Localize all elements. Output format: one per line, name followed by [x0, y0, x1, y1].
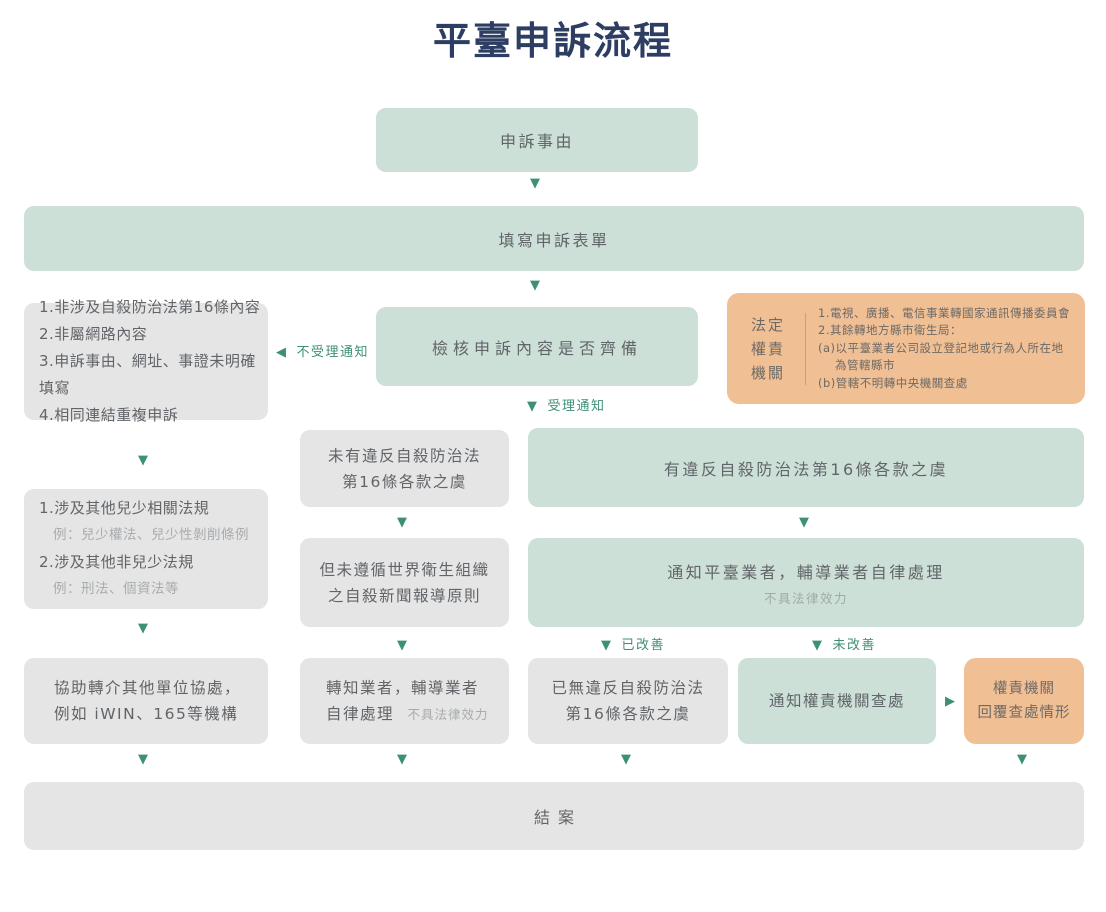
node-reject-reasons: 1.非涉及自殺防治法第16條內容 2.非屬網路內容 3.申訴事由、網址、事證未明…	[24, 298, 268, 424]
node-not-follow-who: 但未遵循世界衛生組織 之自殺新聞報導原則	[300, 538, 509, 627]
node-no-more-violation: 已無違反自殺防治法 第16條各款之虞	[528, 658, 728, 744]
down-arrow-icon: ▼	[138, 752, 148, 767]
notify-platform-note: 不具法律效力	[763, 590, 848, 606]
improved-text: 已改善	[621, 638, 666, 653]
other-laws-item-1: 1.涉及其他兒少相關法規	[39, 499, 210, 517]
node-fill-form-label: 填寫申訴表單	[498, 230, 610, 250]
vertical-divider	[805, 312, 806, 385]
legal-authority-lines: 1.電視、廣播、電信事業轉國家通訊傳播委員會 2.其餘轉地方縣市衛生局： (a)…	[818, 305, 1070, 390]
node-complaint-reason: 申訴事由	[376, 108, 698, 172]
not-accepted-text: 不受理通知	[296, 345, 370, 360]
node-violation-label: 有違反自殺防治法第16條各款之虞	[663, 459, 949, 479]
node-refer-other: 協助轉介其他單位協處， 例如 iWIN、165等機構	[24, 658, 268, 744]
node-complaint-reason-label: 申訴事由	[499, 132, 574, 151]
other-laws-item-2: 2.涉及其他非兒少法規	[39, 553, 194, 571]
down-arrow-icon: ▼	[530, 278, 540, 293]
node-legal-authority: 法定 權責 機關 1.電視、廣播、電信事業轉國家通訊傳播委員會 2.其餘轉地方縣…	[727, 293, 1085, 404]
down-arrow-icon: ▼	[601, 638, 613, 653]
down-arrow-icon: ▼	[621, 752, 631, 767]
down-arrow-icon: ▼	[138, 621, 148, 636]
node-no-violation: 未有違反自殺防治法 第16條各款之虞	[300, 430, 509, 507]
page-title: 平臺申訴流程	[432, 19, 673, 63]
reject-reason-1: 1.非涉及自殺防治法第16條內容	[39, 298, 261, 316]
not-accepted-branch-label: ◀ 不受理通知	[276, 346, 369, 359]
accepted-branch-label: ▼ 受理通知	[527, 400, 606, 413]
node-other-laws: 1.涉及其他兒少相關法規 例：兒少權法、兒少性剝削條例 2.涉及其他非兒少法規 …	[24, 489, 268, 609]
not-improved-text: 未改善	[832, 638, 877, 653]
reject-reason-4: 4.相同連結重複申訴	[39, 406, 179, 424]
down-arrow-icon: ▼	[138, 453, 148, 468]
right-arrow-icon: ▶	[945, 694, 955, 709]
down-arrow-icon: ▼	[397, 515, 407, 530]
not-improved-branch-label: ▼ 未改善	[812, 639, 876, 652]
node-close-case: 結案	[24, 782, 1084, 850]
down-arrow-icon: ▼	[397, 638, 407, 653]
node-fill-form: 填寫申訴表單	[24, 206, 1084, 271]
node-check-content: 檢核申訴內容是否齊備	[376, 307, 698, 386]
node-notify-authority: 通知權責機關查處	[738, 658, 936, 744]
node-notify-platform: 通知平臺業者，輔導業者自律處理 不具法律效力	[528, 538, 1084, 627]
improved-branch-label: ▼ 已改善	[601, 639, 665, 652]
left-arrow-icon: ◀	[276, 345, 288, 360]
inform-business-note: 不具法律效力	[407, 706, 489, 722]
reject-reason-3: 3.申訴事由、網址、事證未明確填寫	[39, 352, 256, 397]
down-arrow-icon: ▼	[530, 176, 540, 191]
down-arrow-icon: ▼	[799, 515, 809, 530]
node-authority-reply: 權責機關 回覆查處情形	[964, 658, 1084, 744]
other-laws-example-1: 例：兒少權法、兒少性剝削條例	[53, 527, 249, 543]
down-arrow-icon: ▼	[527, 399, 539, 414]
notify-platform-label: 通知平臺業者，輔導業者自律處理	[667, 562, 945, 582]
down-arrow-icon: ▼	[1017, 752, 1027, 767]
legal-authority-title: 法定 權責 機關	[750, 315, 785, 382]
node-inform-business: 轉知業者，輔導業者 自律處理 不具法律效力	[300, 658, 509, 744]
node-violation: 有違反自殺防治法第16條各款之虞	[528, 428, 1084, 507]
down-arrow-icon: ▼	[812, 638, 824, 653]
reject-reason-2: 2.非屬網路內容	[39, 325, 148, 343]
other-laws-example-2: 例：刑法、個資法等	[53, 581, 179, 597]
accepted-text: 受理通知	[547, 399, 606, 414]
node-check-content-label: 檢核申訴內容是否齊備	[431, 338, 642, 358]
down-arrow-icon: ▼	[397, 752, 407, 767]
